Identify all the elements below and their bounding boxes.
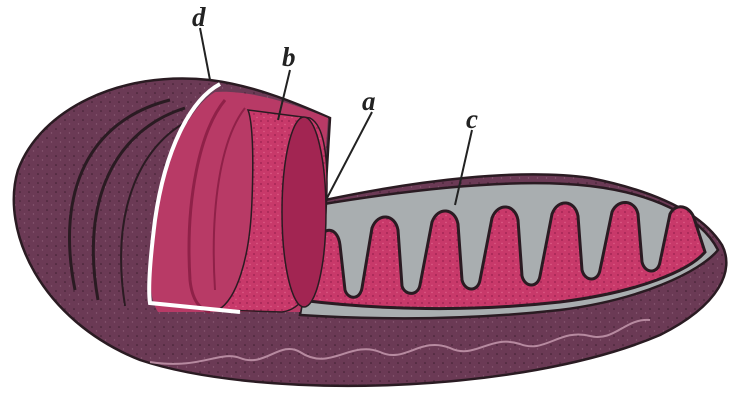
label-b: b xyxy=(282,42,296,72)
label-a: a xyxy=(362,86,376,116)
leader-line-d xyxy=(200,28,210,80)
leader-line-a xyxy=(326,112,372,200)
label-c: c xyxy=(466,104,478,134)
matrix-cylinder-end xyxy=(282,117,326,307)
label-d: d xyxy=(192,2,206,32)
